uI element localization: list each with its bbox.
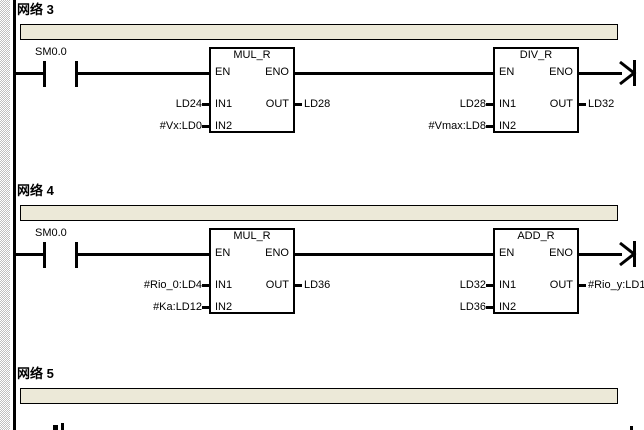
clipped-element-fragment <box>630 426 633 430</box>
left-gutter <box>0 0 10 430</box>
add-r-block[interactable]: ADD_R EN ENO IN1 OUT IN2 <box>493 228 579 314</box>
block-title: DIV_R <box>519 49 553 61</box>
wire <box>579 72 622 75</box>
contact-operand-label[interactable]: SM0.0 <box>35 227 67 239</box>
block-title: MUL_R <box>233 230 271 242</box>
pin-eno: ENO <box>549 247 573 259</box>
operand-in1[interactable]: LD32 <box>459 279 486 291</box>
wire <box>16 253 43 256</box>
operand-in2[interactable]: #Vmax:LD8 <box>428 120 486 132</box>
network-comment-bar[interactable] <box>20 205 618 221</box>
operand-out[interactable]: LD32 <box>588 98 615 110</box>
network-comment-bar[interactable] <box>20 388 618 404</box>
contact-bar <box>43 242 46 268</box>
pin-in2: IN2 <box>215 301 233 313</box>
contact-bar <box>43 61 46 87</box>
pin-eno: ENO <box>265 247 289 259</box>
wire <box>16 72 43 75</box>
pin-en: EN <box>499 247 515 259</box>
pin-stub <box>486 284 493 287</box>
pin-stub <box>202 306 209 309</box>
pin-in1: IN1 <box>215 98 233 110</box>
wire <box>78 253 209 256</box>
contact-bar <box>75 242 78 268</box>
pin-stub <box>202 284 209 287</box>
pin-stub <box>486 103 493 106</box>
pin-in1: IN1 <box>499 98 517 110</box>
operand-in2[interactable]: #Ka:LD12 <box>153 301 202 313</box>
network-title[interactable]: 网络 4 <box>17 183 54 198</box>
pin-stub <box>202 103 209 106</box>
operand-out[interactable]: #Rio_y:LD1 <box>588 279 644 291</box>
wire <box>295 72 493 75</box>
pin-stub <box>579 103 586 106</box>
pin-eno: ENO <box>549 66 573 78</box>
pin-in1: IN1 <box>499 279 517 291</box>
pin-out: OUT <box>265 279 289 291</box>
pin-en: EN <box>215 66 231 78</box>
pin-in2: IN2 <box>499 120 517 132</box>
continuation-arrow-icon <box>619 60 637 86</box>
pin-stub <box>579 284 586 287</box>
wire <box>78 72 209 75</box>
contact-operand-label[interactable]: SM0.0 <box>35 46 67 58</box>
pin-stub <box>202 125 209 128</box>
block-title: MUL_R <box>233 49 271 61</box>
mul-r-block[interactable]: MUL_R EN ENO IN1 OUT IN2 <box>209 228 295 314</box>
clipped-element-fragment <box>61 423 64 430</box>
network-title[interactable]: 网络 5 <box>17 366 54 381</box>
operand-in1[interactable]: LD28 <box>459 98 486 110</box>
continuation-arrow-icon <box>619 241 637 267</box>
pin-en: EN <box>215 247 231 259</box>
pin-out: OUT <box>265 98 289 110</box>
pin-en: EN <box>499 66 515 78</box>
clipped-element-fragment <box>53 425 58 430</box>
pin-out: OUT <box>549 98 573 110</box>
block-title: ADD_R <box>517 230 555 242</box>
operand-out[interactable]: LD36 <box>304 279 331 291</box>
div-r-block[interactable]: DIV_R EN ENO IN1 OUT IN2 <box>493 47 579 133</box>
pin-in2: IN2 <box>215 120 233 132</box>
pin-in2: IN2 <box>499 301 517 313</box>
wire <box>579 253 622 256</box>
pin-stub <box>486 125 493 128</box>
contact-bar <box>75 61 78 87</box>
operand-in1[interactable]: LD24 <box>175 98 202 110</box>
pin-stub <box>486 306 493 309</box>
mul-r-block[interactable]: MUL_R EN ENO IN1 OUT IN2 <box>209 47 295 133</box>
pin-eno: ENO <box>265 66 289 78</box>
power-rail <box>13 0 16 430</box>
pin-stub <box>295 284 302 287</box>
operand-in1[interactable]: #Rio_0:LD4 <box>143 279 202 291</box>
wire <box>295 253 493 256</box>
operand-in2[interactable]: LD36 <box>459 301 486 313</box>
network-comment-bar[interactable] <box>20 24 618 40</box>
pin-out: OUT <box>549 279 573 291</box>
network-title[interactable]: 网络 3 <box>17 2 54 17</box>
operand-in2[interactable]: #Vx:LD0 <box>159 120 202 132</box>
pin-stub <box>295 103 302 106</box>
pin-in1: IN1 <box>215 279 233 291</box>
operand-out[interactable]: LD28 <box>304 98 331 110</box>
